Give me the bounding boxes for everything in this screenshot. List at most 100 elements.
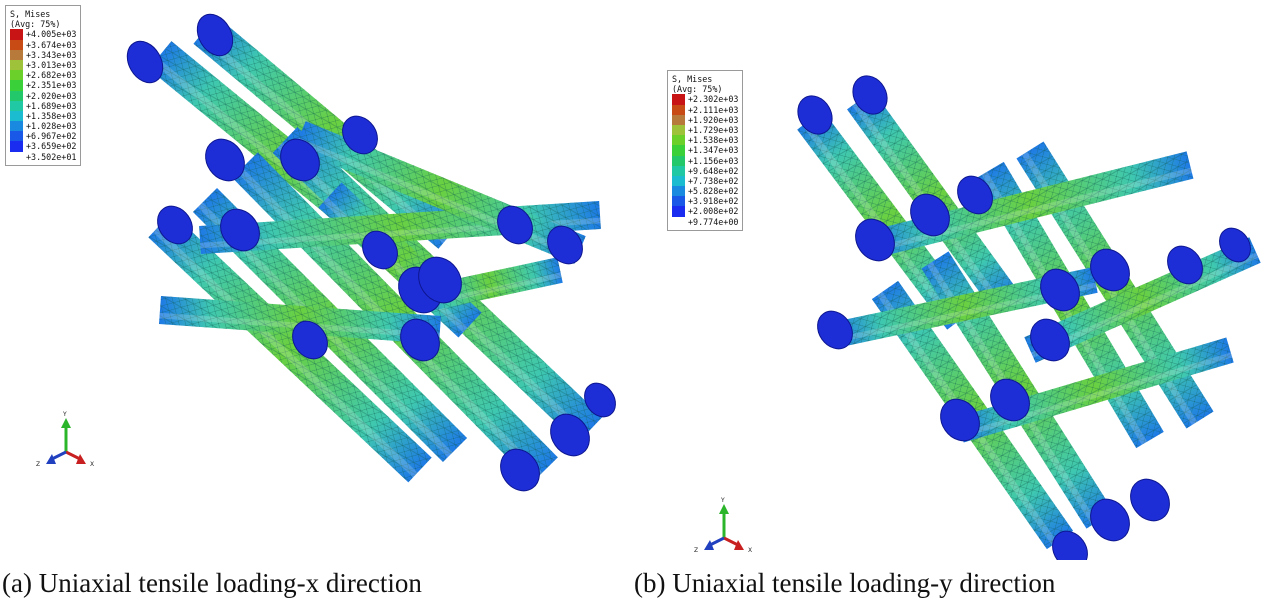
- lattice-strut: [866, 151, 1194, 259]
- legend-swatch: [10, 110, 23, 122]
- lattice-end-cap: [220, 208, 260, 252]
- legend-row: +2.020e+03: [10, 90, 76, 101]
- lattice-end-cap: [990, 378, 1030, 422]
- legend-row: +3.674e+03: [10, 39, 77, 50]
- lattice-end-cap: [940, 398, 980, 442]
- legend-value: +2.351e+03: [26, 80, 77, 91]
- lattice-end-cap: [292, 320, 328, 360]
- legend-swatch: [672, 104, 685, 115]
- legend-swatch: [672, 124, 685, 136]
- lattice-end-cap: [400, 318, 440, 362]
- panel-b-stress-contour: S, Mises (Avg: 75%) +2.302e+03+2.111e+03…: [630, 0, 1263, 560]
- legend-swatch: [672, 165, 685, 176]
- legend-row: +9.774e+00: [672, 217, 738, 227]
- legend-row: +3.659e+02: [10, 141, 77, 152]
- lattice-end-cap: [1052, 530, 1088, 560]
- legend-value: +1.920e+03: [688, 114, 739, 125]
- legend-scale-a: +4.005e+03+3.674e+03+3.343e+03+3.013e+03…: [10, 29, 77, 162]
- legend-swatch: [672, 217, 685, 227]
- legend-value: +1.729e+03: [688, 124, 739, 135]
- legend-swatch: [10, 152, 23, 162]
- lattice-end-cap: [584, 382, 616, 418]
- lattice-end-cap: [1219, 227, 1251, 263]
- legend-value: +9.648e+02: [688, 165, 739, 176]
- lattice-end-cap: [1130, 478, 1170, 522]
- legend-swatch: [672, 155, 685, 166]
- lattice-end-cap: [362, 230, 398, 270]
- lattice-end-cap: [1030, 318, 1070, 362]
- axis-label-z-a: Z: [36, 461, 40, 468]
- legend-value: +4.005e+03: [26, 29, 77, 40]
- legend-value: +2.111e+03: [688, 104, 739, 115]
- lattice-end-cap: [855, 218, 895, 262]
- legend-swatch: [10, 70, 23, 81]
- legend-row: +1.729e+03: [672, 124, 739, 136]
- legend-subtitle-a: (Avg: 75%): [10, 19, 61, 30]
- axis-label-x-b: X: [748, 547, 752, 554]
- legend-row: +1.920e+03: [672, 114, 739, 125]
- lattice-end-cap: [196, 13, 234, 57]
- axis-triad-b: Y X Z: [694, 497, 752, 554]
- figure-caption-a: (a) Uniaxial tensile loading-x direction: [2, 568, 422, 598]
- legend-value: +3.659e+02: [26, 141, 77, 152]
- legend-swatch: [672, 94, 685, 105]
- lattice-end-cap: [550, 413, 590, 457]
- legend-swatch: [10, 39, 23, 50]
- lattice-end-cap: [547, 225, 583, 265]
- legend-row: +3.502e+01: [10, 152, 76, 162]
- legend-swatch: [10, 49, 23, 60]
- axis-label-y-a: Y: [62, 411, 67, 418]
- lattice-end-cap: [852, 75, 888, 115]
- legend-swatch: [10, 59, 23, 71]
- lattice-struts-b: [797, 90, 1261, 550]
- lattice-end-cap: [126, 40, 164, 84]
- lattice-end-cap: [280, 138, 320, 182]
- legend-row: +2.111e+03: [672, 104, 739, 115]
- lattice-end-cap: [418, 256, 462, 304]
- legend-value: +1.347e+03: [688, 145, 739, 156]
- legend-row: +5.828e+02: [672, 186, 739, 197]
- legend-title-b: S, Mises: [672, 74, 713, 84]
- legend-swatch: [10, 100, 23, 111]
- legend-value: +7.738e+02: [688, 175, 739, 186]
- legend-value: +2.008e+02: [688, 206, 739, 217]
- legend-swatch: [672, 114, 685, 125]
- legend-value: +3.343e+03: [26, 49, 77, 60]
- legend-row: +2.351e+03: [10, 80, 77, 91]
- legend-scale-b: +2.302e+03+2.111e+03+1.920e+03+1.729e+03…: [672, 94, 739, 227]
- legend-row: +1.347e+03: [672, 145, 739, 156]
- legend-swatch: [10, 121, 23, 132]
- lattice-end-cap: [1167, 245, 1203, 285]
- legend-value: +3.502e+01: [26, 151, 77, 162]
- legend-swatch: [672, 186, 685, 197]
- lattice-end-cap: [910, 193, 950, 237]
- lattice-end-cap: [817, 310, 853, 350]
- lattice-end-cap: [342, 115, 378, 155]
- lattice-end-cap: [1090, 248, 1130, 292]
- lattice-strut: [956, 337, 1234, 443]
- stress-legend-a: S, Mises (Avg: 75%) +4.005e+03+3.674e+03…: [5, 5, 82, 166]
- legend-value: +3.013e+03: [26, 59, 77, 70]
- legend-subtitle-b: (Avg: 75%): [672, 84, 723, 95]
- legend-value: +3.674e+03: [26, 39, 77, 50]
- legend-row: +1.689e+03: [10, 100, 76, 111]
- legend-value: +9.774e+00: [688, 216, 739, 227]
- lattice-mesh-plot-b: [797, 75, 1261, 560]
- axis-label-z-b: Z: [694, 547, 698, 554]
- legend-row: +3.918e+02: [672, 196, 738, 207]
- legend-value: +5.828e+02: [688, 186, 739, 197]
- lattice-end-caps-b: [797, 75, 1251, 560]
- legend-swatch: [10, 141, 23, 152]
- legend-row: +1.538e+03: [672, 135, 738, 146]
- legend-swatch: [10, 131, 23, 142]
- legend-row: +1.028e+03: [10, 121, 76, 132]
- legend-row: +3.013e+03: [10, 59, 77, 71]
- lattice-end-cap: [205, 138, 245, 182]
- legend-row: +4.005e+03: [10, 29, 77, 40]
- lattice-end-cap: [157, 205, 193, 245]
- legend-swatch: [10, 29, 23, 40]
- stress-legend-b: S, Mises (Avg: 75%) +2.302e+03+2.111e+03…: [667, 70, 744, 231]
- legend-value: +1.358e+03: [26, 110, 77, 121]
- axis-triad-a: Y X Z: [36, 411, 94, 468]
- lattice-end-caps-a: [126, 13, 616, 492]
